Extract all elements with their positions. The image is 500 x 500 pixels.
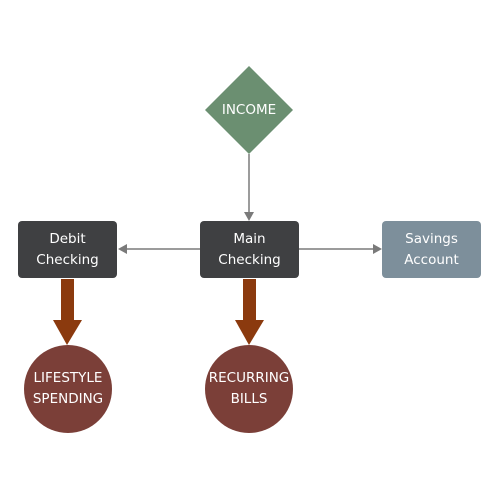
savings-account-line2: Account	[404, 251, 459, 268]
recurring-bills-node[interactable]: RECURRING BILLS	[205, 345, 293, 433]
main-checking-node[interactable]: Main Checking	[200, 221, 299, 278]
arrowhead-main-to-debit	[118, 244, 127, 254]
arrowhead-main-to-savings	[373, 244, 382, 254]
recurring-bills-line2: BILLS	[230, 391, 268, 407]
arrowhead-income-to-main	[244, 212, 254, 221]
recurring-bills-line1: RECURRING	[208, 370, 290, 386]
savings-account-node[interactable]: Savings Account	[382, 221, 481, 278]
lifestyle-spending-node[interactable]: LIFESTYLE SPENDING	[24, 345, 112, 433]
arrowhead-debit-to-lifestyle	[53, 320, 82, 345]
lifestyle-spending-line2: SPENDING	[32, 391, 104, 407]
debit-checking-node[interactable]: Debit Checking	[18, 221, 117, 278]
edge-main-to-recurring	[243, 279, 256, 321]
edge-debit-to-lifestyle	[61, 279, 74, 321]
debit-checking-line2: Checking	[36, 251, 99, 268]
lifestyle-spending-line1: LIFESTYLE	[33, 370, 103, 386]
main-checking-line2: Checking	[218, 251, 281, 268]
income-diamond-shape	[205, 66, 293, 154]
main-checking-line1: Main	[233, 230, 266, 247]
debit-checking-line1: Debit	[49, 230, 86, 247]
savings-account-line1: Savings	[405, 230, 458, 247]
income-label: INCOME	[221, 102, 277, 118]
arrowhead-main-to-recurring	[235, 320, 264, 345]
